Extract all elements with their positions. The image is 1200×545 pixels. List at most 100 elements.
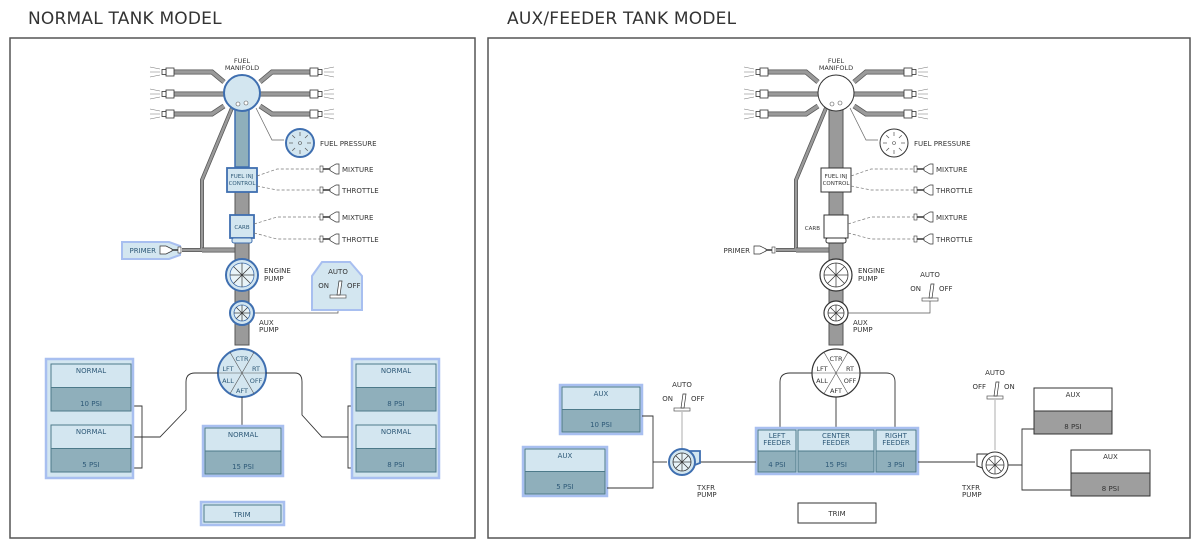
injector-tip (317, 91, 323, 97)
injector-body (759, 109, 769, 119)
control-label: MIXTURE (342, 166, 373, 174)
gauge-line (255, 107, 284, 141)
knob-icon (319, 213, 324, 221)
txfr-pump-left-icon[interactable] (668, 448, 701, 476)
tank-name: NORMAL (76, 428, 106, 436)
throttle-control[interactable]: THROTTLE (850, 184, 973, 196)
gauge-tick (898, 147, 903, 152)
injector-tip (317, 111, 323, 117)
tank-name: FEEDER (882, 439, 910, 447)
fuel-inj-label: FUEL INJ (231, 174, 254, 180)
switch-lever-icon (336, 280, 343, 296)
knob-icon (913, 213, 918, 221)
pump-vane (835, 274, 845, 284)
injector-tip (161, 111, 167, 117)
spray (743, 108, 755, 120)
primer[interactable]: PRIMER (121, 241, 182, 260)
main-fuel-line-highlight (234, 104, 250, 168)
spray (323, 108, 335, 120)
control-label: THROTTLE (341, 236, 379, 244)
primer-knob (177, 246, 182, 254)
txfr-pump-right-icon[interactable] (976, 451, 1009, 479)
selector-off: OFF (844, 377, 857, 385)
knob-handle (329, 233, 340, 245)
selector-all: ALL (222, 377, 234, 385)
carb-base (825, 237, 847, 244)
tank-fuel-level (355, 448, 437, 473)
primer-line (182, 107, 234, 252)
throttle-control[interactable]: THROTTLE (847, 232, 973, 245)
fuel-line (768, 70, 820, 84)
trim-label: TRIM (232, 511, 250, 519)
injector-body (903, 89, 913, 99)
tank-name: AUX (558, 452, 573, 460)
spray (917, 88, 929, 100)
tank-pressure: 4 PSI (768, 461, 785, 469)
spray (149, 108, 161, 120)
gauge-line (849, 107, 878, 141)
spray (917, 66, 929, 78)
selector-aft: AFT (236, 387, 248, 395)
fuel-manifold (817, 74, 855, 112)
primer[interactable]: PRIMER (724, 245, 776, 255)
injector-icon (903, 108, 929, 120)
switch-off-label: OFF (347, 282, 361, 290)
manifold-port (829, 101, 835, 107)
knob-icon (913, 235, 918, 243)
tank-fuel-level (1070, 472, 1151, 497)
switch-lever-icon (680, 393, 687, 409)
fuel-inj-control (820, 167, 852, 193)
throttle-control[interactable]: THROTTLE (256, 184, 379, 196)
injector-body (165, 67, 175, 77)
tank-name: AUX (1066, 391, 1081, 399)
knob-icon (319, 165, 324, 173)
carb-label: CARB (805, 226, 820, 232)
knob-handle (923, 163, 934, 175)
injector-tip (161, 91, 167, 97)
trim-tank[interactable]: TRIM (199, 500, 286, 527)
fuel-pressure-label: FUEL PRESSURE (320, 140, 377, 148)
throttle-control[interactable]: THROTTLE (253, 232, 379, 245)
mixture-control[interactable]: MIXTURE (850, 163, 967, 177)
selector-aft: AFT (830, 387, 842, 395)
switch-lever-icon (993, 381, 1000, 397)
mixture-control[interactable]: MIXTURE (847, 211, 967, 225)
gauge-tick (291, 134, 296, 139)
fuel-line (1021, 465, 1071, 491)
trim-tank[interactable]: TRIM (797, 502, 877, 524)
switch-off-label: OFF (939, 285, 953, 293)
tank-fuel-level (875, 450, 917, 473)
mixture-control[interactable]: MIXTURE (256, 163, 373, 177)
tank-fuel-level (757, 450, 797, 473)
primer-label: PRIMER (724, 247, 751, 255)
switch-auto-label: AUTO (985, 369, 1005, 377)
engine-pump-icon (225, 258, 259, 292)
switch-base (986, 395, 1004, 400)
tank-name: NORMAL (76, 367, 106, 375)
switch-lever-icon (928, 283, 935, 299)
spray (149, 88, 161, 100)
gauge-hub (892, 141, 896, 145)
control-cable (256, 185, 320, 191)
mixture-control[interactable]: MIXTURE (253, 211, 373, 225)
fuel-line (259, 104, 310, 116)
